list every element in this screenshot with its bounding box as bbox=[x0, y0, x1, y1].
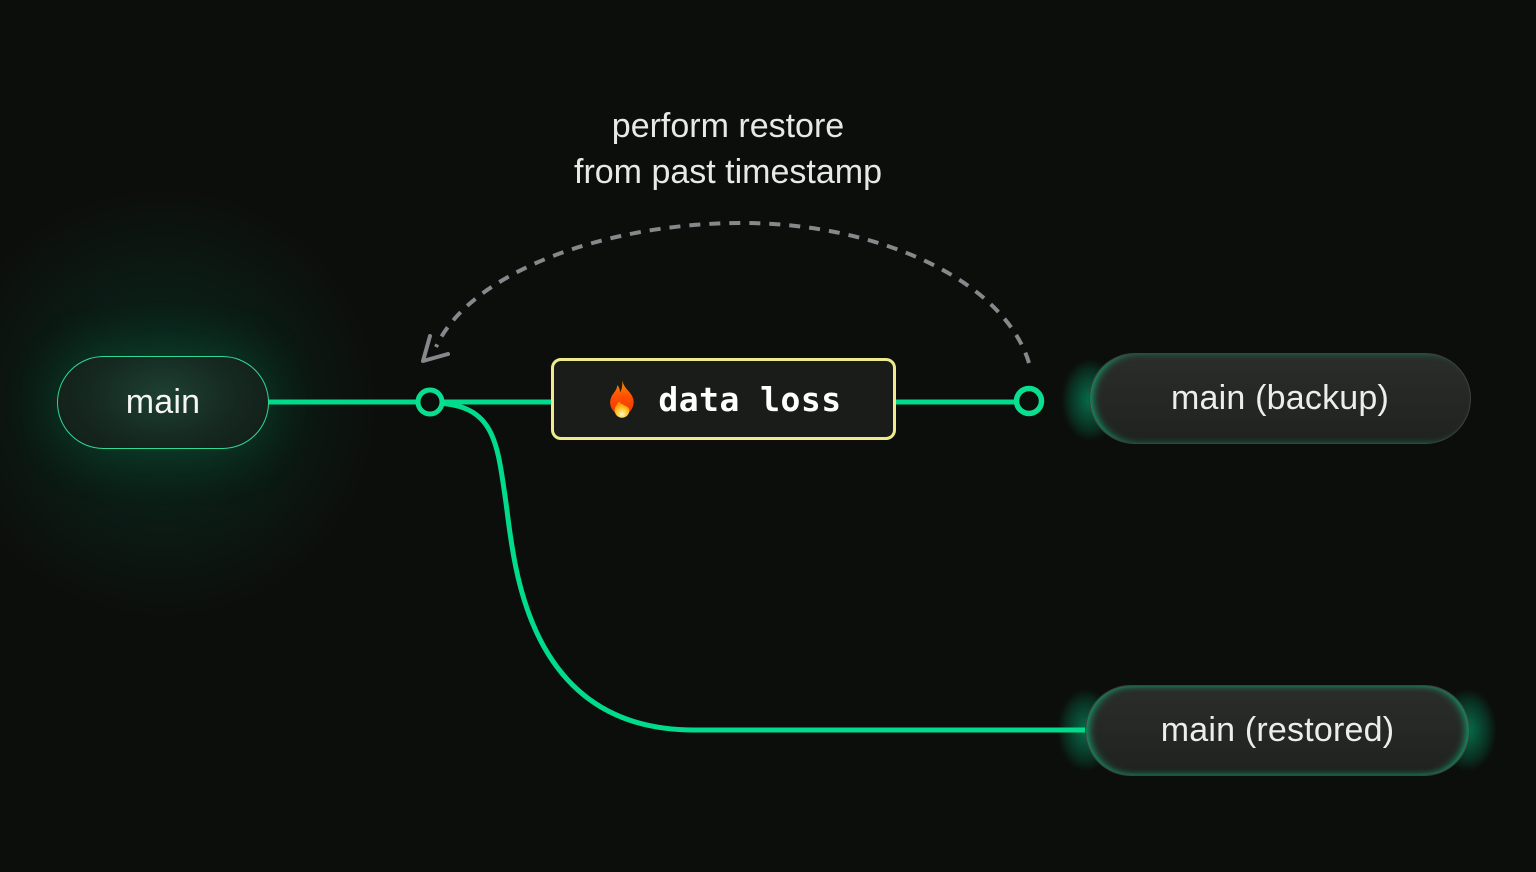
branch-node-main-backup: main (backup) bbox=[1089, 353, 1471, 444]
fire-icon bbox=[610, 379, 634, 418]
restore-caption-line2: from past timestamp bbox=[574, 153, 882, 191]
branch-node-main-restored-label: main (restored) bbox=[1160, 711, 1395, 749]
restore-caption-line1: perform restore bbox=[611, 107, 845, 145]
branch-node-main-backup-label: main (backup) bbox=[1170, 379, 1390, 417]
restored-branch-line bbox=[428, 400, 1091, 733]
restore-caption: perform restore from past timestamp bbox=[574, 103, 882, 195]
backup-point-node bbox=[1013, 385, 1045, 417]
arrowhead-icon bbox=[421, 334, 450, 363]
data-loss-badge: data loss bbox=[551, 358, 896, 440]
branch-node-main-label: main bbox=[125, 383, 201, 421]
restore-arc bbox=[434, 220, 1031, 364]
branch-point-node bbox=[415, 387, 445, 417]
data-loss-label: data loss bbox=[658, 379, 842, 419]
branch-node-main-restored: main (restored) bbox=[1085, 685, 1470, 776]
branch-node-main: main bbox=[57, 356, 269, 449]
